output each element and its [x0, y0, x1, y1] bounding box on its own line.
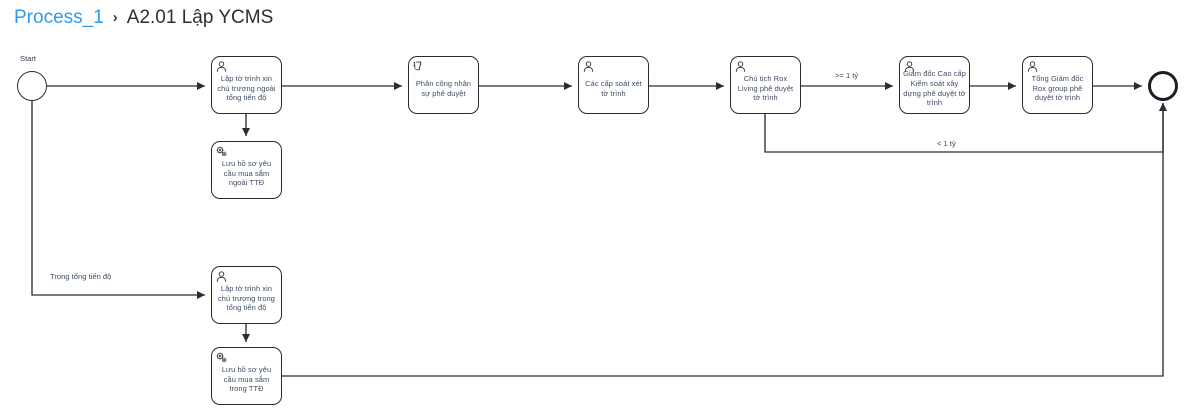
flow-start-to-t8 — [31, 101, 205, 300]
flow-label-gte-1-ty: >= 1 tỷ — [833, 71, 861, 80]
user-icon — [582, 60, 595, 73]
breadcrumb-root-link[interactable]: Process_1 — [14, 7, 104, 28]
task-luu-ho-so-ngoai-ttd[interactable]: Lưu hồ sơ yêu cầu mua sắm ngoài TTĐ — [211, 141, 282, 199]
task-label: Giám đốc Cao cấp Kiểm soát xây dựng phê … — [903, 69, 966, 108]
task-label: Phân công nhân sự phê duyệt — [415, 78, 472, 98]
user-icon — [215, 60, 228, 73]
task-label: Lập tờ trình xin chủ trương trong tổng t… — [218, 284, 275, 313]
breadcrumb: Process_1 › A2.01 Lập YCMS — [14, 6, 273, 30]
start-event[interactable] — [17, 71, 47, 101]
start-event-label: Start — [20, 54, 37, 63]
task-label: Chủ tịch Rox Living phê duyệt tờ trình — [737, 74, 794, 103]
task-chu-tich-rox-living[interactable]: Chủ tịch Rox Living phê duyệt tờ trình — [730, 56, 801, 114]
script-icon — [412, 60, 425, 73]
user-icon — [1026, 60, 1039, 73]
task-lap-to-trinh-trong-ttd[interactable]: Lập tờ trình xin chủ trương trong tổng t… — [211, 266, 282, 324]
user-icon — [215, 270, 228, 283]
task-label: Lưu hồ sơ yêu cầu mua sắm ngoài TTĐ — [221, 159, 272, 188]
gear-icon — [215, 145, 228, 158]
task-label: Các cấp soát xét tờ trình — [585, 78, 642, 98]
breadcrumb-current: A2.01 Lập YCMS — [126, 7, 274, 28]
task-luu-ho-so-trong-ttd[interactable]: Lưu hồ sơ yêu cầu mua sắm trong TTĐ — [211, 347, 282, 405]
task-label: Lưu hồ sơ yêu cầu mua sắm trong TTĐ — [221, 365, 272, 394]
gear-icon — [215, 351, 228, 364]
task-giam-doc-cao-cap[interactable]: Giám đốc Cao cấp Kiểm soát xây dựng phê … — [899, 56, 970, 114]
flow-label-trong-tong-tien-do: Trong tổng tiến độ — [48, 272, 114, 281]
user-icon — [734, 60, 747, 73]
task-label: Lập tờ trình xin chủ trương ngoài tổng t… — [217, 74, 276, 103]
task-lap-to-trinh-ngoai-ttd[interactable]: Lập tờ trình xin chủ trương ngoài tổng t… — [211, 56, 282, 114]
task-phan-cong-nhan-su[interactable]: Phân công nhân sự phê duyệt — [408, 56, 479, 114]
chevron-right-icon: › — [112, 9, 118, 26]
flow-t9-to-end — [282, 103, 1168, 377]
flow-label-lt-1-ty: < 1 tỷ — [935, 139, 958, 148]
end-event[interactable] — [1148, 71, 1178, 101]
task-cac-cap-soat-xet[interactable]: Các cấp soát xét tờ trình — [578, 56, 649, 114]
task-label: Tổng Giám đốc Rox group phê duyệt tờ trì… — [1031, 74, 1084, 103]
task-tong-giam-doc-rox-group[interactable]: Tổng Giám đốc Rox group phê duyệt tờ trì… — [1022, 56, 1093, 114]
